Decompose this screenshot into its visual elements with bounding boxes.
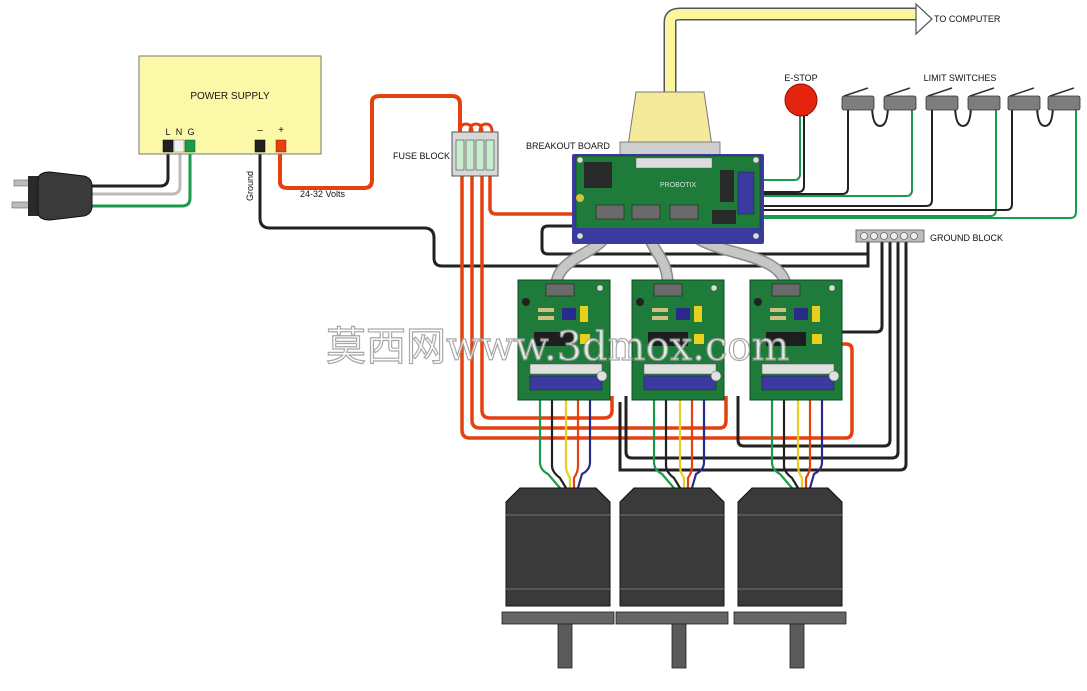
motor-wires-2 bbox=[652, 398, 706, 489]
power-wire bbox=[278, 94, 462, 190]
arrow-icon bbox=[915, 2, 933, 36]
stepper-driver-2 bbox=[631, 279, 725, 401]
breakout-board-label: BREAKOUT BOARD bbox=[526, 141, 610, 151]
limit-switch-2 bbox=[883, 87, 917, 111]
limit-switch-5 bbox=[1007, 87, 1041, 111]
driver-ground-wires bbox=[618, 242, 908, 472]
stepper-motor-2 bbox=[615, 487, 729, 669]
computer-cable bbox=[663, 2, 933, 95]
terminal-minus bbox=[254, 139, 266, 153]
terminal-L-label: L bbox=[165, 127, 170, 137]
terminal-N-label: N bbox=[176, 127, 183, 137]
ground-block: GROUND BLOCK bbox=[855, 229, 1003, 243]
limit-switch-6 bbox=[1047, 87, 1081, 111]
estop-button: E-STOP bbox=[784, 73, 818, 117]
power-supply: POWER SUPPLY L N G – + bbox=[138, 55, 322, 155]
voltage-label: 24-32 Volts bbox=[300, 189, 346, 199]
estop-label: E-STOP bbox=[784, 73, 817, 83]
limit-switches: LIMIT SWITCHES bbox=[841, 73, 1081, 111]
terminal-N bbox=[173, 139, 185, 153]
motor-wires bbox=[538, 398, 824, 489]
fuse-block-label: FUSE BLOCK bbox=[393, 151, 450, 161]
terminal-plus bbox=[275, 139, 287, 153]
board-brand: PROBOTIX bbox=[660, 182, 697, 189]
to-computer-label: TO COMPUTER bbox=[934, 14, 1001, 24]
terminal-G bbox=[184, 139, 196, 153]
stepper-motor-3 bbox=[733, 487, 847, 669]
terminal-minus-label: – bbox=[257, 125, 263, 136]
fuse-block: FUSE BLOCK bbox=[393, 122, 499, 177]
fused-wires bbox=[460, 176, 854, 440]
breakout-board: PROBOTIX BREAKOUT BOARD bbox=[526, 141, 764, 244]
limit-switch-3 bbox=[925, 87, 959, 111]
terminal-plus-label: + bbox=[278, 125, 284, 136]
mains-cord bbox=[88, 146, 192, 208]
limit-switch-1 bbox=[841, 87, 875, 111]
stepper-driver-1 bbox=[517, 279, 611, 401]
motor-wires-1 bbox=[538, 398, 592, 489]
db25-connector bbox=[619, 91, 721, 157]
limit-switches-label: LIMIT SWITCHES bbox=[924, 73, 997, 83]
ground-block-label: GROUND BLOCK bbox=[930, 233, 1003, 243]
switch-wires bbox=[762, 103, 1077, 219]
ground-wire bbox=[258, 146, 870, 268]
power-supply-label: POWER SUPPLY bbox=[190, 91, 270, 102]
limit-switch-4 bbox=[967, 87, 1001, 111]
terminal-G-label: G bbox=[187, 127, 194, 137]
watermark: 莫西网www.3dmox.com bbox=[326, 324, 789, 370]
plug-icon bbox=[11, 171, 93, 221]
stepper-driver-3 bbox=[749, 279, 843, 401]
terminal-L bbox=[162, 139, 174, 153]
motor-wires-3 bbox=[770, 398, 824, 489]
ground-label: Ground bbox=[245, 171, 255, 201]
stepper-motor-1 bbox=[501, 487, 615, 669]
